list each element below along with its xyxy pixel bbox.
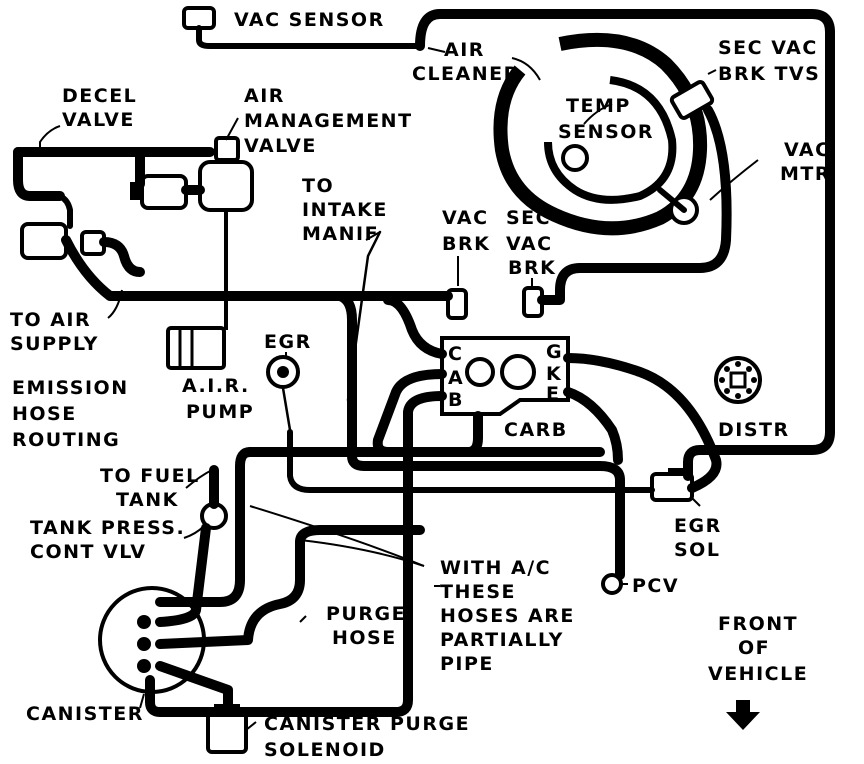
label-purge-hose-line2: HOSE <box>332 627 397 649</box>
label-canister-purge-solenoid-line1: CANISTER PURGE <box>264 713 470 735</box>
label-canister-purge-solenoid-line2: SOLENOID <box>264 739 386 761</box>
label-tank-press-line1: TANK PRESS. <box>30 517 185 539</box>
label-air-cleaner-line1: AIR <box>444 39 485 61</box>
label-sec-vac-brk-line2: VAC <box>506 233 553 255</box>
label-egr: EGR <box>264 331 312 353</box>
label-ac-note-line2: THESE <box>440 581 516 603</box>
label-vac-brk-line2: BRK <box>442 233 490 255</box>
label-egr-sol-line1: EGR <box>674 515 722 537</box>
vac-sensor <box>182 6 423 49</box>
air-management-valve <box>198 136 254 330</box>
leader-lines <box>39 47 759 731</box>
label-pcv: PCV <box>632 575 679 597</box>
label-to-intake-manif-line2: INTAKE <box>302 199 388 221</box>
label-amv-line2: MANAGEMENT <box>244 110 413 132</box>
label-temp-sensor-line1: TEMP <box>566 95 631 117</box>
label-egr-sol-line2: SOL <box>674 539 720 561</box>
label-vac-brk-line1: VAC <box>442 207 489 229</box>
label-carb-port-e: E <box>546 383 560 405</box>
label-air-pump-line2: PUMP <box>186 401 254 423</box>
front-arrow-icon <box>726 700 760 730</box>
air-cleaner <box>493 32 715 236</box>
label-ac-note-line1: WITH A/C <box>440 557 551 579</box>
label-amv-line1: AIR <box>244 85 285 107</box>
label-to-fuel-tank-line1: TO FUEL <box>100 465 200 487</box>
label-carb-port-g: G <box>546 341 563 363</box>
air-pump <box>166 326 226 370</box>
label-ac-note-line5: PIPE <box>440 653 494 675</box>
label-ac-note-line4: PARTIALLY <box>440 629 564 651</box>
label-front-of-vehicle-line1: FRONT <box>718 613 798 635</box>
label-canister: CANISTER <box>26 703 144 725</box>
label-emission-hose-routing-line1: EMISSION <box>12 377 129 399</box>
label-purge-hose-line1: PURGE <box>326 603 406 625</box>
label-ac-note-line3: HOSES ARE <box>440 605 575 627</box>
label-decel-valve-line1: DECEL <box>62 85 137 107</box>
label-decel-valve-line2: VALVE <box>62 109 135 131</box>
label-vac-mtr-line2: MTR <box>780 163 831 185</box>
label-sec-vac-brk-line3: BRK <box>508 257 556 279</box>
label-to-intake-manif-line3: MANIF <box>302 223 379 245</box>
label-tank-press-line2: CONT VLV <box>30 541 146 563</box>
label-sec-vac-brk-tvs-line2: BRK TVS <box>718 63 820 85</box>
vacuum-hoses <box>13 9 835 717</box>
label-to-air-supply-line2: SUPPLY <box>10 333 99 355</box>
label-front-of-vehicle-line2: OF <box>738 637 770 659</box>
label-to-intake-manif-line1: TO <box>302 175 334 197</box>
label-front-of-vehicle-line3: VEHICLE <box>708 663 808 685</box>
label-emission-hose-routing-line2: HOSE <box>12 403 77 425</box>
label-carb: CARB <box>504 419 568 441</box>
canister <box>98 586 206 694</box>
label-emission-hose-routing-line3: ROUTING <box>12 429 120 451</box>
carburetor <box>440 336 570 416</box>
label-air-cleaner-line2: CLEANER <box>412 63 520 85</box>
label-vac-mtr-line1: VAC <box>784 139 831 161</box>
label-carb-port-c: C <box>448 343 463 365</box>
label-amv-line3: VALVE <box>244 135 317 157</box>
egr-valve <box>266 355 300 432</box>
label-to-air-supply-line1: TO AIR <box>10 309 91 331</box>
label-carb-port-b: B <box>448 389 464 411</box>
distributor <box>714 356 762 404</box>
label-to-fuel-tank-line2: TANK <box>116 489 179 511</box>
label-temp-sensor-line2: SENSOR <box>558 121 654 143</box>
pcv-valve <box>601 573 623 595</box>
label-distr: DISTR <box>718 419 790 441</box>
label-vac-sensor: VAC SENSOR <box>234 9 385 31</box>
label-sec-vac-brk-tvs-line1: SEC VAC <box>718 37 818 59</box>
label-carb-port-k: K <box>546 363 562 385</box>
label-sec-vac-brk-line1: SEC <box>506 207 551 229</box>
label-carb-port-a: A <box>448 367 464 389</box>
label-air-pump-line1: A.I.R. <box>182 375 250 397</box>
